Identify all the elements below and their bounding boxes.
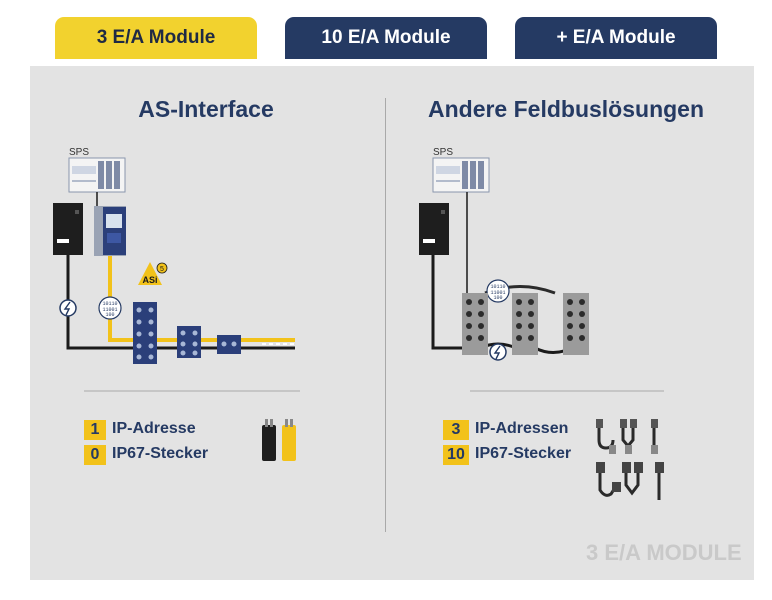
left-ip-count-badge: 1 (84, 420, 106, 440)
fieldbus-module-1 (462, 293, 488, 355)
svg-text:10110: 10110 (490, 284, 505, 290)
fieldbus-module-3 (563, 293, 589, 355)
right-ip-count-badge: 3 (443, 420, 469, 440)
round-cable-icon (596, 419, 664, 500)
svg-text:5: 5 (160, 266, 164, 273)
section-divider (385, 98, 386, 532)
right-connector-label: IP67-Stecker (475, 445, 572, 462)
asi-logo-icon: ASi 5 (138, 262, 168, 285)
asi-io-module-3 (217, 335, 241, 354)
tab-10-ea-module[interactable]: 10 E/A Module (285, 17, 487, 59)
right-sps-label: SPS (433, 147, 454, 158)
left-power-supply (53, 203, 83, 255)
left-data-icon: 10110 11001 100 (98, 296, 122, 320)
asi-io-module-2 (177, 326, 201, 358)
left-power-icon (59, 299, 77, 317)
fieldbus-module-2 (512, 293, 538, 355)
footer-module-count: 3 E/A MODULE (586, 540, 742, 565)
svg-text:100: 100 (493, 295, 502, 301)
flat-cable-icon (262, 419, 296, 461)
svg-text:100: 100 (105, 312, 114, 318)
asi-gateway (94, 206, 126, 256)
right-connector-count-badge: 10 (443, 445, 469, 465)
right-power-supply (419, 203, 449, 255)
svg-text:11001: 11001 (102, 307, 117, 313)
right-section-title: Andere Feldbuslösungen (427, 96, 705, 122)
right-data-icon: 10110 11001 100 (486, 279, 510, 303)
left-sps-label: SPS (69, 147, 90, 158)
left-connector-count-badge: 0 (84, 445, 106, 465)
left-connector-label: IP67-Stecker (112, 445, 209, 462)
left-ip-label: IP-Adresse (112, 420, 196, 437)
tab-plus-ea-module[interactable]: + E/A Module (515, 17, 717, 59)
left-sps-controller (68, 157, 126, 193)
right-power-icon (489, 343, 507, 361)
left-section-title: AS-Interface (138, 96, 274, 122)
right-ip-label: IP-Adressen (475, 420, 569, 437)
svg-text:10110: 10110 (102, 301, 117, 307)
right-sps-controller (432, 157, 490, 193)
asi-io-module-1 (133, 302, 157, 364)
svg-text:11001: 11001 (490, 290, 505, 296)
svg-text:ASi: ASi (142, 275, 157, 285)
tab-3-ea-module[interactable]: 3 E/A Module (55, 17, 257, 59)
